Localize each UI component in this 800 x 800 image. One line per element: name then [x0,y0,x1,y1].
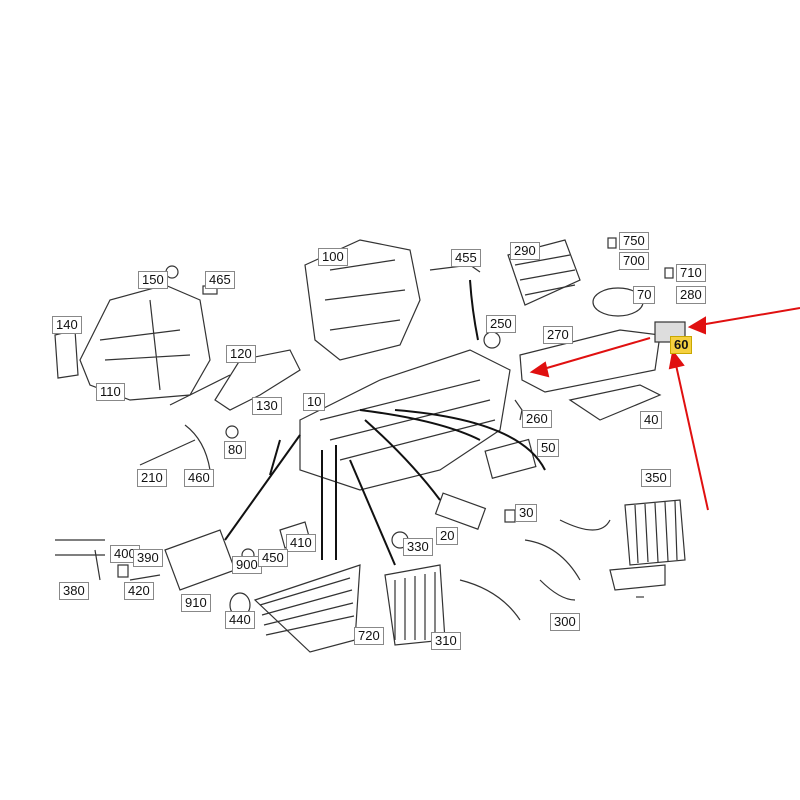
part-100-upper-housing [304,239,421,361]
part-30-flap [434,492,487,530]
part-label: 455 [451,249,481,267]
part-label: 720 [354,627,384,645]
part-label: 450 [258,549,288,567]
part-label: 10 [303,393,326,411]
part-label: 700 [619,252,649,270]
red-arrows [529,307,800,511]
part-label: 300 [550,613,580,631]
part-label: 70 [633,286,656,304]
part-60-bracket [514,399,523,421]
part-label: 910 [181,594,211,612]
part-310-filter [624,499,686,566]
part-label: 290 [510,242,540,260]
part-label: 420 [124,582,154,600]
part-label: 270 [543,326,573,344]
part-label: 100 [318,248,348,266]
part-label: 460 [184,469,214,487]
part-290-filter [507,239,581,306]
part-410-sensor [117,564,129,578]
part-label: 380 [59,582,89,600]
part-label: 120 [226,345,256,363]
part-710-screw [664,267,674,279]
part-label: 130 [252,397,282,415]
part-label: 210 [137,469,167,487]
part-label: 330 [403,538,433,556]
part-70-sensor [483,331,501,349]
part-250-tray [519,329,661,393]
part-50-clip [504,509,516,523]
part-label: 280 [676,286,706,304]
part-label: 50 [537,439,560,457]
part-10-main-unit [299,349,511,491]
part-label: 140 [52,316,82,334]
part-label: 30 [515,504,538,522]
part-210-bar [139,439,196,466]
part-80-grommet [225,425,239,439]
part-260-tray [568,384,662,421]
part-420-bolts [55,539,105,581]
part-label: 710 [676,264,706,282]
part-label: 260 [522,410,552,428]
part-460-hose [184,424,211,471]
part-300-frame [609,564,666,591]
part-label: 80 [224,441,247,459]
part-label: 465 [205,271,235,289]
part-label: 410 [286,534,316,552]
part-350-harness [459,519,611,621]
part-label: 250 [486,315,516,333]
part-label: 440 [225,611,255,629]
part-390-pipe [129,574,161,581]
part-label: 20 [436,527,459,545]
part-150-clip [165,265,179,279]
part-140-grille [54,329,79,379]
part-label: 750 [619,232,649,250]
part-label: 40 [640,411,663,429]
part-label: 390 [133,549,163,567]
part-750-screw [607,237,617,249]
part-label-highlighted: 60 [670,336,693,354]
part-label: 110 [96,383,125,401]
part-label: 150 [138,271,168,289]
part-label [636,596,644,598]
part-40-flap [484,438,537,479]
part-label: 310 [431,632,461,650]
part-440-heater-core [253,564,361,653]
part-label: 350 [641,469,671,487]
